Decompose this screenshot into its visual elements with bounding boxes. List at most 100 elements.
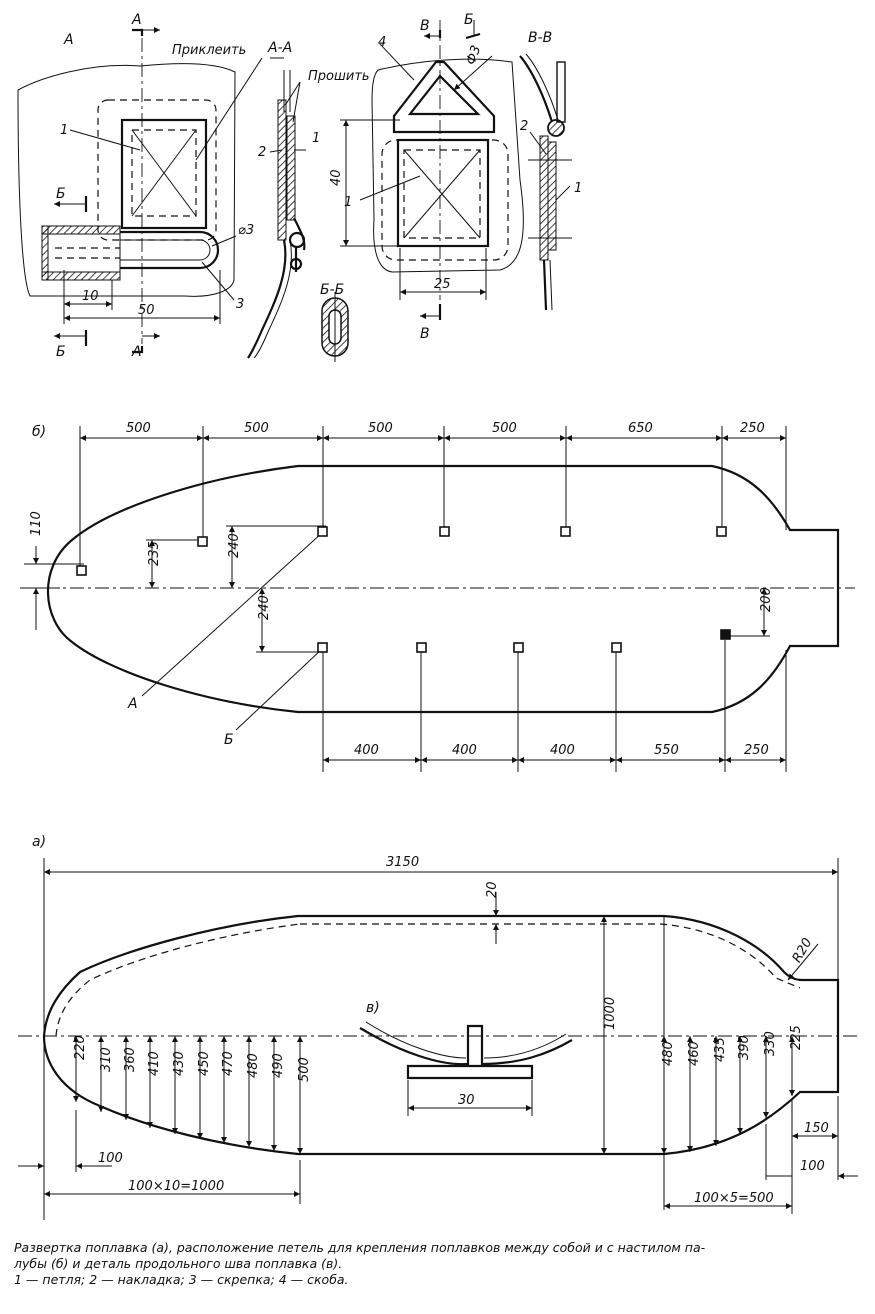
deck-dim-top-1: 500 <box>126 421 151 436</box>
section-aa-label: А-А <box>267 40 292 56</box>
loop-marker <box>611 642 622 653</box>
stitch-label: Прошить <box>308 69 370 84</box>
loop-marker <box>317 642 328 653</box>
deck-dim-top-2: 500 <box>244 421 269 436</box>
callout-1b: 1 <box>312 131 320 146</box>
deck-dim-bottom-5: 250 <box>744 743 769 758</box>
right-ord-1: 480 <box>661 1041 676 1066</box>
loop-marker <box>716 526 727 537</box>
deck-dim-240a: 240 <box>227 533 242 558</box>
callout-1a: 1 <box>60 123 68 138</box>
dim-50: 50 <box>138 303 155 318</box>
deck-loops <box>76 526 731 653</box>
dia-right-label: Ф3 <box>464 44 485 67</box>
callout-1c: 1 <box>344 195 352 210</box>
loop-marker <box>560 526 571 537</box>
deck-dim-235: 235 <box>147 541 162 566</box>
pattern-dim-1000: 1000 <box>603 997 618 1030</box>
right-ord-5: 330 <box>763 1031 778 1056</box>
technical-drawing: А А А Б Б Б В В А-А Б-Б В-В Приклеить Пр… <box>17 12 858 1220</box>
pattern-r20: R20 <box>790 936 816 966</box>
float-pattern-view: а) 3150 20 R20 1000 220 310 360 410 430 … <box>18 834 858 1220</box>
right-ord-2: 460 <box>687 1041 702 1066</box>
float-outline-b <box>46 464 840 714</box>
deck-dim-top-4: 500 <box>492 421 517 436</box>
caption-line-3: 1 — петля; 2 — накладка; 3 — скрепка; 4 … <box>14 1272 349 1287</box>
pattern-dim-150: 150 <box>804 1121 829 1136</box>
cut-v-top: В <box>420 18 430 34</box>
pattern-total: 3150 <box>386 855 419 870</box>
float-outline-a <box>42 914 840 1156</box>
deck-dim-bottom-3: 400 <box>550 743 575 758</box>
section-b-b <box>321 292 349 362</box>
loop-marker <box>513 642 524 653</box>
dim-10: 10 <box>82 289 99 304</box>
pattern-dim-1000-sum: 100×10=1000 <box>128 1179 224 1194</box>
loop-marker <box>317 526 328 537</box>
loop-marker <box>76 565 87 576</box>
cut-v-bottom: В <box>420 326 430 342</box>
view-a-label: А <box>63 32 74 48</box>
figure-caption: Развертка поплавка (а), расположение пет… <box>14 1240 864 1288</box>
left-ord-3: 360 <box>123 1047 138 1072</box>
pattern-dim-500-sum: 100×5=500 <box>694 1191 774 1206</box>
deck-label: б) <box>32 424 46 440</box>
right-ord-4: 390 <box>737 1035 752 1060</box>
staple <box>120 230 220 270</box>
section-vv-label: В-В <box>528 30 552 46</box>
detail-views: А А А Б Б Б В В А-А Б-Б В-В Приклеить Пр… <box>17 12 582 362</box>
deck-dim-bottom-4: 550 <box>654 743 679 758</box>
left-ordinates <box>73 1036 303 1154</box>
seam-label: в) <box>366 1000 380 1016</box>
deck-dim-bottom-1: 400 <box>354 743 379 758</box>
loop-patch-right <box>396 138 490 248</box>
left-ord-2: 310 <box>99 1047 114 1072</box>
dim-40: 40 <box>329 169 344 186</box>
callout-2a: 2 <box>258 145 266 160</box>
section-bb-label: Б-Б <box>320 282 344 298</box>
left-ord-4: 410 <box>147 1051 162 1076</box>
callout-1d: 1 <box>574 181 582 196</box>
loop-marker <box>439 526 450 537</box>
cut-a-top: А <box>131 12 142 28</box>
dia-left-label: ⌀3 <box>238 223 254 238</box>
deck-dim-bottom-2: 400 <box>452 743 477 758</box>
right-ordinates <box>661 916 795 1210</box>
cut-b-right: Б <box>464 12 474 28</box>
deck-dim-110: 110 <box>29 511 44 536</box>
pattern-label: а) <box>32 834 46 850</box>
seam-detail <box>359 1021 573 1116</box>
caption-line-2: лубы (б) и деталь продольного шва поплав… <box>14 1256 343 1271</box>
loop-marker <box>416 642 427 653</box>
cut-a-bottom: А <box>131 344 142 360</box>
cut-b-left-bottom: Б <box>56 344 66 360</box>
bracket <box>392 60 496 134</box>
loop-marker <box>197 536 208 547</box>
deck-callout-a: А <box>127 696 138 712</box>
section-a-a <box>247 57 306 359</box>
right-ord-6: 225 <box>789 1025 804 1050</box>
deck-layout-view: б) 500 500 500 500 650 250 400 400 400 5… <box>20 421 855 772</box>
deck-dim-200: 200 <box>759 587 774 612</box>
callout-3: 3 <box>236 297 244 312</box>
cut-b-left-top: Б <box>56 186 66 202</box>
deck-dim-top-5: 650 <box>628 421 653 436</box>
callout-2b: 2 <box>520 119 528 134</box>
left-ord-6: 450 <box>197 1051 212 1076</box>
callout-4: 4 <box>378 35 386 50</box>
loop-marker <box>720 629 731 640</box>
right-ord-3: 435 <box>713 1037 728 1062</box>
glue-label: Приклеить <box>172 43 246 58</box>
deck-callout-b: Б <box>224 732 234 748</box>
pattern-dim-100-left: 100 <box>98 1151 123 1166</box>
pattern-dim-20: 20 <box>485 881 500 898</box>
pattern-dim-100-right: 100 <box>800 1159 825 1174</box>
detail-view-right <box>340 20 524 320</box>
seam-dim-30: 30 <box>458 1093 475 1108</box>
loop-patch <box>120 118 208 230</box>
left-ord-9: 490 <box>271 1053 286 1078</box>
left-ord-1: 220 <box>73 1035 88 1060</box>
pad-dashed <box>97 99 217 241</box>
deck-dim-top-6: 250 <box>740 421 765 436</box>
deck-dim-top-3: 500 <box>368 421 393 436</box>
